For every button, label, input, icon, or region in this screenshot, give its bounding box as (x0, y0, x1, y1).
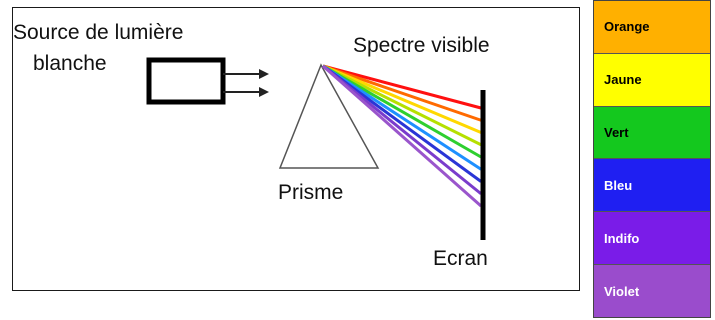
legend-swatch-bleu: Bleu (594, 159, 710, 213)
source-label-line2: blanche (33, 52, 107, 75)
legend-swatch-orange: Orange (594, 1, 710, 54)
legend-label: Orange (604, 19, 650, 35)
source-label-line1: Source de lumière (13, 21, 184, 44)
spectrum-ray (322, 64, 482, 183)
spectrum-ray (322, 64, 482, 195)
legend-swatch-indifo: Indifo (594, 212, 710, 266)
spectrum-ray (322, 64, 482, 208)
spectrum-ray (322, 64, 482, 134)
spectrum-ray (322, 64, 482, 147)
diagram-drawing (146, 57, 486, 240)
light-source-box (146, 57, 226, 105)
arrowhead-upper (259, 69, 269, 79)
spectrum-ray (322, 64, 482, 171)
legend-label: Violet (604, 283, 640, 299)
spectrum-ray (322, 64, 482, 110)
prism-label: Prisme (278, 181, 344, 204)
spectrum-ray (322, 64, 482, 159)
prism-triangle (278, 63, 380, 169)
legend-label: Jaune (604, 72, 642, 88)
spectrum-ray (322, 64, 482, 122)
legend-label: Bleu (604, 177, 633, 193)
screen-label: Ecran (433, 247, 488, 270)
legend-swatch-vert: Vert (594, 106, 710, 160)
spectrum-label: Spectre visible (353, 34, 490, 57)
legend-swatch-violet: Violet (594, 265, 710, 317)
legend-swatch-jaune: Jaune (594, 53, 710, 107)
dispersed-rays (322, 64, 482, 208)
legend-label: Vert (604, 125, 629, 141)
legend-label: Indifo (604, 230, 640, 246)
arrowhead-lower (259, 87, 269, 97)
dispersion-diagram: Source de lumière blanche Spectre visibl… (12, 7, 580, 291)
